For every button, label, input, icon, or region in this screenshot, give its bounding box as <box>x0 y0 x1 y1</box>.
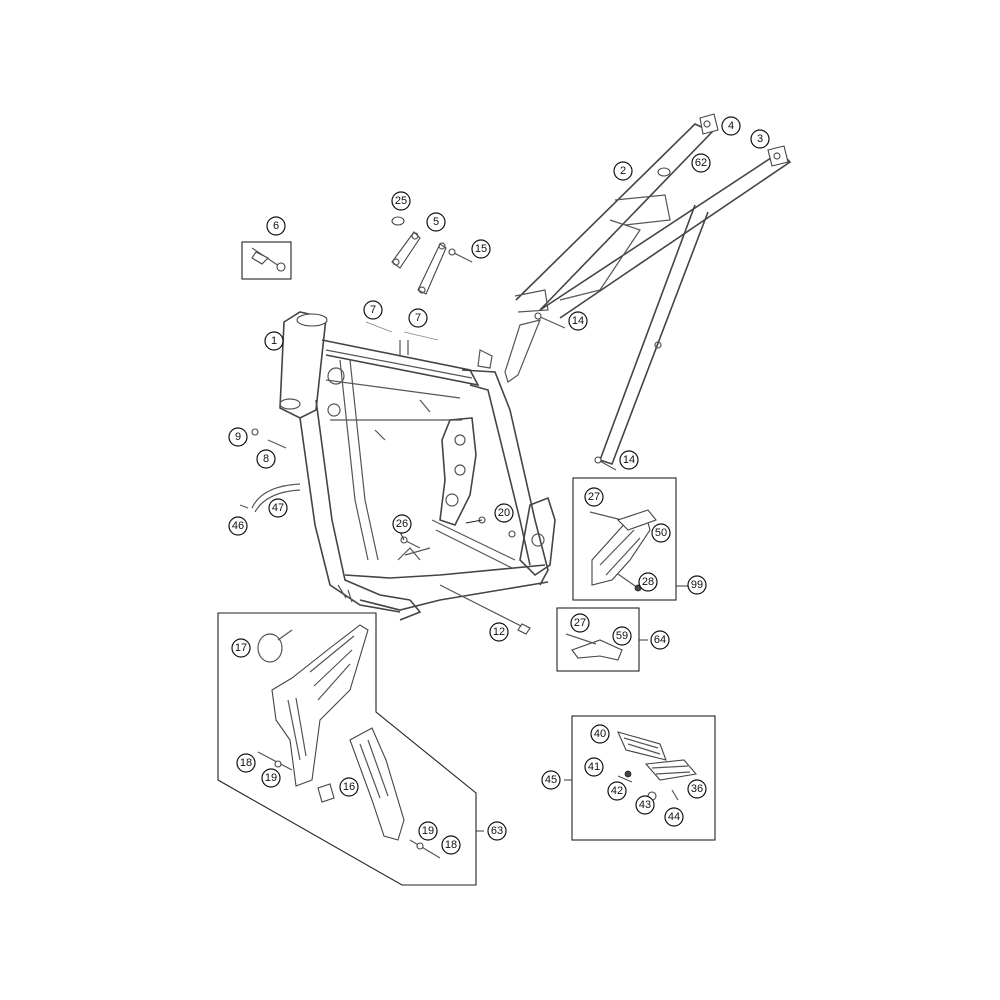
svg-text:5: 5 <box>433 216 439 228</box>
callout-64: 64 <box>650 630 670 650</box>
callout-15: 15 <box>471 239 491 259</box>
frame-small-parts <box>400 516 531 635</box>
callout-5: 5 <box>426 212 446 232</box>
svg-text:64: 64 <box>654 634 666 646</box>
svg-text:14: 14 <box>572 315 584 327</box>
box-64 <box>556 607 640 672</box>
svg-text:59: 59 <box>616 630 628 642</box>
callout-14a: 14 <box>568 311 588 331</box>
svg-text:27: 27 <box>588 491 600 503</box>
bolt-lower <box>594 456 617 471</box>
callout-59: 59 <box>612 626 632 646</box>
callout-3: 3 <box>750 129 770 149</box>
svg-text:17: 17 <box>235 642 247 654</box>
svg-text:7: 7 <box>370 304 376 316</box>
callout-27b: 27 <box>570 613 590 633</box>
engine-brackets <box>391 216 473 295</box>
callout-44: 44 <box>664 807 684 827</box>
svg-text:19: 19 <box>265 772 277 784</box>
callout-62: 62 <box>691 153 711 173</box>
svg-text:27: 27 <box>574 617 586 629</box>
svg-text:12: 12 <box>493 626 505 638</box>
callout-14b: 14 <box>619 450 639 470</box>
callout-40: 40 <box>590 724 610 744</box>
frame-stickers <box>365 321 439 341</box>
callout-6: 6 <box>266 216 286 236</box>
svg-text:16: 16 <box>343 781 355 793</box>
box-63 <box>217 612 477 886</box>
svg-text:2: 2 <box>620 165 626 177</box>
svg-text:6: 6 <box>273 220 279 232</box>
main-frame <box>279 311 556 621</box>
svg-text:43: 43 <box>639 799 651 811</box>
svg-text:3: 3 <box>757 133 763 145</box>
callout-7b: 7 <box>408 308 428 328</box>
callout-46: 46 <box>228 516 248 536</box>
callout-1: 1 <box>264 331 284 351</box>
svg-text:63: 63 <box>491 825 503 837</box>
svg-text:8: 8 <box>263 453 269 465</box>
box-6 <box>241 241 292 280</box>
box-99 <box>572 477 677 601</box>
svg-text:9: 9 <box>235 431 241 443</box>
svg-text:36: 36 <box>691 783 703 795</box>
svg-text:41: 41 <box>588 761 600 773</box>
svg-text:7: 7 <box>415 312 421 324</box>
svg-text:15: 15 <box>475 243 487 255</box>
svg-text:18: 18 <box>240 757 252 769</box>
bolt-8-9 <box>251 428 287 449</box>
svg-text:18: 18 <box>445 839 457 851</box>
svg-text:20: 20 <box>498 507 510 519</box>
callout-20: 20 <box>494 503 514 523</box>
callout-99: 99 <box>687 575 707 595</box>
callout-17: 17 <box>231 638 251 658</box>
hose-47 <box>239 483 301 513</box>
svg-text:4: 4 <box>728 120 734 132</box>
callout-9: 9 <box>228 427 248 447</box>
callout-27a: 27 <box>584 487 604 507</box>
callout-47: 47 <box>268 498 288 518</box>
svg-text:62: 62 <box>695 157 707 169</box>
callout-42: 42 <box>607 781 627 801</box>
callout-2: 2 <box>613 161 633 181</box>
svg-text:45: 45 <box>545 774 557 786</box>
svg-text:25: 25 <box>395 195 407 207</box>
svg-text:99: 99 <box>691 579 703 591</box>
callout-63: 63 <box>487 821 507 841</box>
callout-7a: 7 <box>363 300 383 320</box>
callout-12: 12 <box>489 622 509 642</box>
callout-16: 16 <box>339 777 359 797</box>
callout-45: 45 <box>541 770 561 790</box>
callout-18b: 18 <box>441 835 461 855</box>
callout-18a: 18 <box>236 753 256 773</box>
box-45 <box>571 715 716 841</box>
svg-text:46: 46 <box>232 520 244 532</box>
svg-text:28: 28 <box>642 576 654 588</box>
svg-text:44: 44 <box>668 811 680 823</box>
bolt-upper <box>534 312 566 329</box>
svg-text:50: 50 <box>655 527 667 539</box>
svg-text:14: 14 <box>623 454 635 466</box>
callout-43: 43 <box>635 795 655 815</box>
callout-41: 41 <box>584 757 604 777</box>
callout-25: 25 <box>391 191 411 211</box>
svg-text:40: 40 <box>594 728 606 740</box>
svg-text:1: 1 <box>271 335 277 347</box>
leader-lines <box>393 519 690 832</box>
rear-subframe <box>504 113 792 466</box>
callout-4: 4 <box>721 116 741 136</box>
callout-19b: 19 <box>418 821 438 841</box>
callout-8: 8 <box>256 449 276 469</box>
callout-50: 50 <box>651 523 671 543</box>
callout-36: 36 <box>687 779 707 799</box>
callout-28: 28 <box>638 572 658 592</box>
svg-text:19: 19 <box>422 825 434 837</box>
callout-26: 26 <box>392 514 412 534</box>
svg-text:47: 47 <box>272 502 284 514</box>
svg-text:26: 26 <box>396 518 408 530</box>
callout-19a: 19 <box>261 768 281 788</box>
svg-text:42: 42 <box>611 785 623 797</box>
